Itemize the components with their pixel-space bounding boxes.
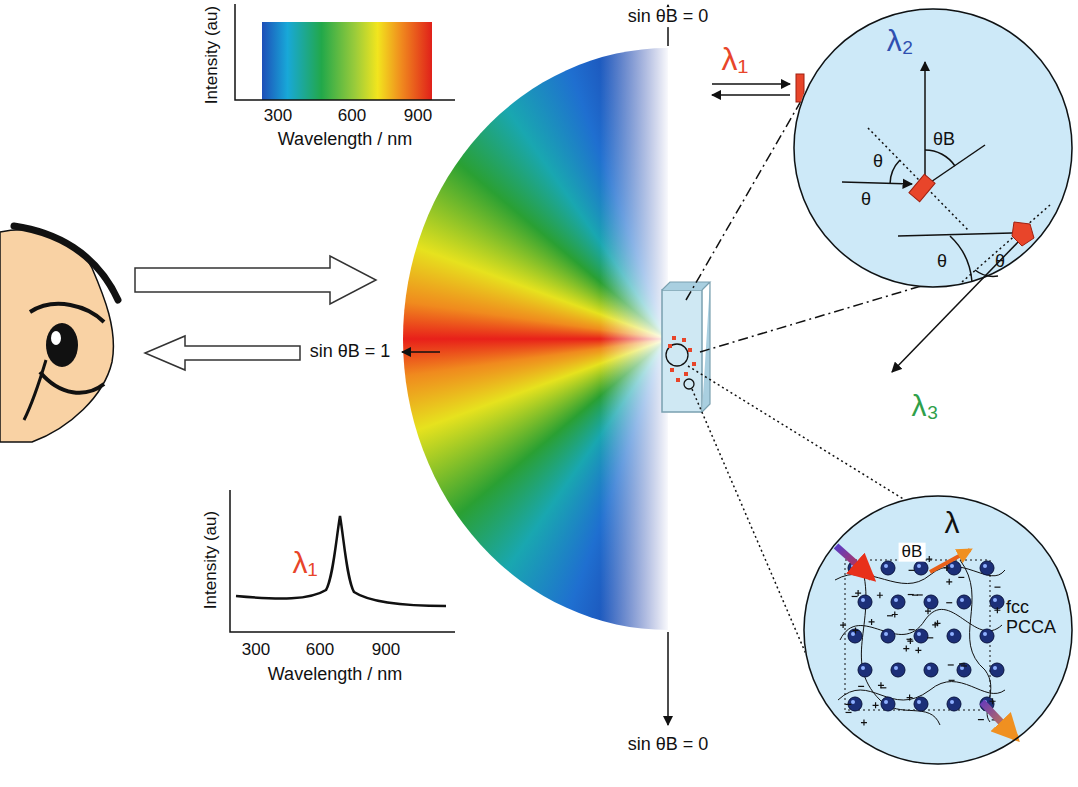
zoom-line: [688, 366, 905, 500]
wavelength-label: λ: [945, 506, 960, 539]
wavelength-label: λ₁: [722, 42, 749, 77]
axis-title: Intensity (au): [202, 511, 221, 609]
angle-label: sin θB = 0: [628, 735, 709, 755]
ray: [712, 83, 790, 85]
wavelength-label: λ₃: [911, 389, 938, 422]
zoom-circle-fill: [803, 495, 1073, 765]
peak-label: λ₁: [292, 546, 317, 579]
zoom-line: [686, 101, 801, 300]
axis-title: Wavelength / nm: [278, 130, 412, 150]
angle-label: θB: [899, 543, 926, 562]
outline-arrow: [145, 336, 300, 370]
polymer-network: [835, 560, 1005, 725]
axis-arrow: [402, 351, 440, 353]
tick-label: 900: [404, 107, 432, 126]
incident-ray: [836, 546, 872, 578]
tick-label: 600: [306, 641, 334, 660]
fan-fade: [600, 44, 670, 634]
bragg-geometry: [842, 62, 1050, 372]
axes: [235, 4, 455, 100]
angle-label: θ: [861, 190, 871, 210]
tick-label: 900: [372, 641, 400, 660]
wavelength-label: λ₂: [887, 24, 914, 57]
angle-label: sin θB = 0: [625, 7, 712, 27]
spectrum-fill: [262, 22, 432, 100]
zoom-circle: λ₂θBθθθθ: [793, 8, 1073, 288]
ray: [712, 94, 790, 96]
angle-label: θ: [937, 252, 947, 272]
charges: [840, 556, 1000, 725]
axes: [230, 490, 455, 632]
tick-label: 300: [242, 641, 270, 660]
colloid-spheres: [848, 561, 1004, 711]
tick-label: 600: [338, 107, 366, 126]
tick-label: 300: [264, 107, 292, 126]
structure-label: fcc PCCA: [1006, 598, 1062, 638]
angle-label: θ: [873, 152, 883, 172]
zoom-line: [692, 389, 812, 668]
angle-label: θB: [933, 130, 955, 150]
spectrum-curve: [236, 516, 446, 606]
axis-title: Intensity (au): [203, 6, 222, 104]
zoom-circle: λθB fcc PCCA: [803, 495, 1073, 765]
eye: [0, 226, 118, 442]
axis-arrow: [667, 632, 669, 725]
crystal-plane: [909, 174, 935, 201]
outline-arrow: [135, 256, 376, 304]
axis-title: Wavelength / nm: [268, 665, 402, 685]
sample-cell: [662, 282, 710, 412]
diffracted-ray: [930, 550, 970, 572]
angle-label: θ: [995, 252, 1005, 272]
zoom-circle-fill: [793, 8, 1073, 288]
angle-label: sin θB = 1: [310, 342, 391, 362]
transmitted-ray: [982, 702, 1016, 738]
crystal-plane: [1012, 222, 1034, 246]
